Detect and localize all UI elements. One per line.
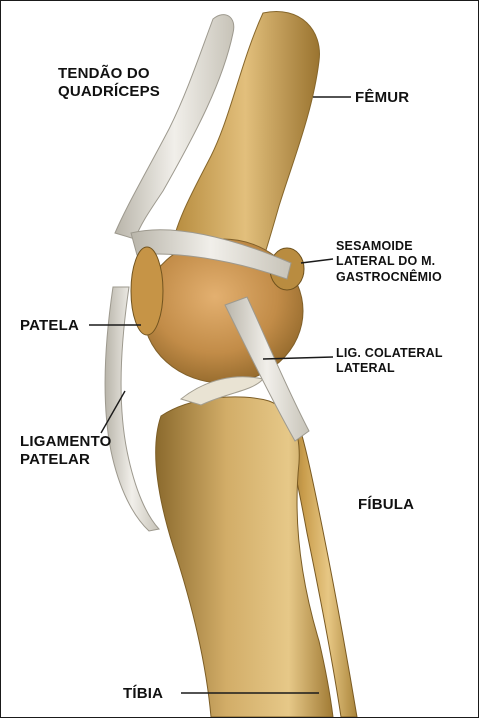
label-femur: FÊMUR xyxy=(355,89,409,107)
label-patellar-ligament: LIGAMENTO PATELAR xyxy=(20,433,112,468)
label-quadriceps-tendon: TENDÃO DO QUADRÍCEPS xyxy=(58,65,160,100)
sesamoid-leader xyxy=(301,259,333,263)
tibia-bone xyxy=(156,397,333,717)
label-tibia: TÍBIA xyxy=(123,685,163,703)
patella-bone xyxy=(131,247,163,335)
femur-bone xyxy=(171,12,319,271)
label-patella: PATELA xyxy=(20,317,79,335)
label-lateral-collateral-ligament: LIG. COLATERAL LATERAL xyxy=(336,346,443,377)
label-fibula: FÍBULA xyxy=(358,496,414,514)
label-sesamoid: SESAMOIDE LATERAL DO M. GASTROCNÊMIO xyxy=(336,239,442,285)
